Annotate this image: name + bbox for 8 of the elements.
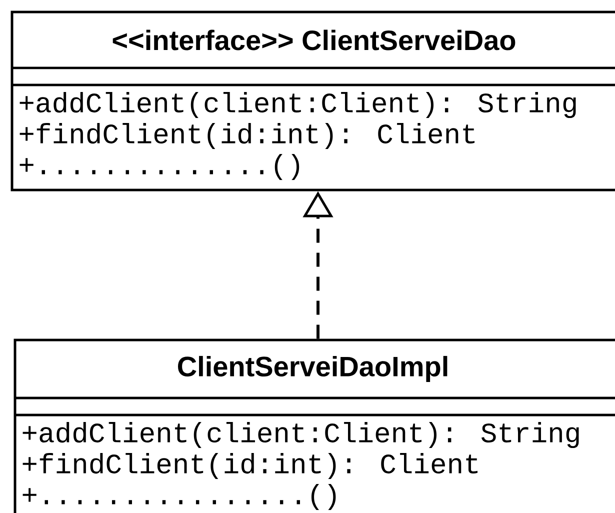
method-text: +findClient(id:int): Client xyxy=(22,452,478,480)
class-name: ClientServeiDaoImpl xyxy=(178,356,448,382)
method-text: +addClient(client:Client): String xyxy=(20,92,576,118)
method-text: +findClient(id:int): Client xyxy=(20,122,474,150)
class-name: <<interface>> ClientServeiDao xyxy=(112,30,516,50)
method-text: +..............() xyxy=(20,154,300,180)
method-text: +addClient(client:Client): String xyxy=(22,422,579,448)
method-text: +................() xyxy=(22,484,336,510)
